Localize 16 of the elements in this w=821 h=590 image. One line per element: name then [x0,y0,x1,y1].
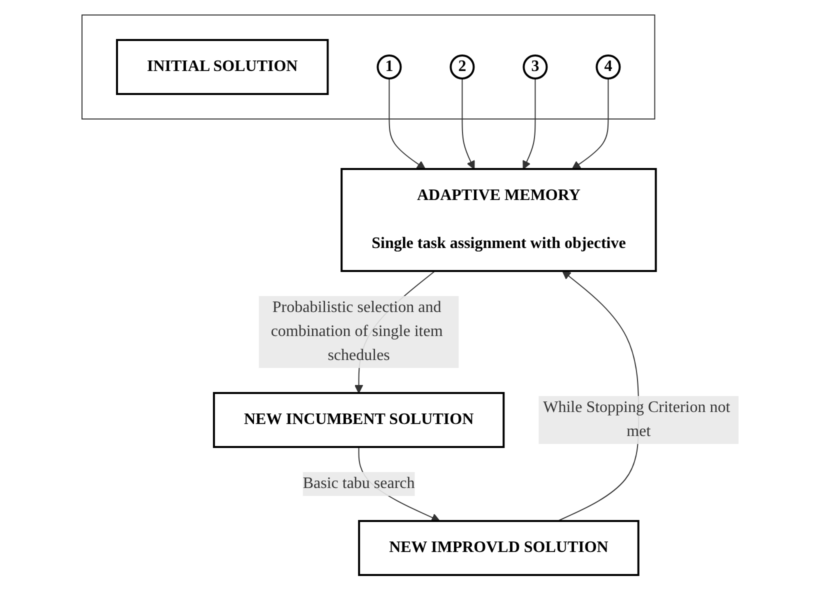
node-circle: 4 [596,54,621,80]
node-box: INITIAL SOLUTION [116,39,329,95]
node-box: ADAPTIVE MEMORY Single task assignment with objective [340,168,657,272]
node-circle: 3 [522,54,548,80]
edge-label: While Stopping Criterion not met [543,399,730,440]
cluster [82,14,656,120]
node-circle: 2 [450,54,475,80]
arrow [388,78,426,170]
node-box: NEW IMPROVLD SOLUTION [358,520,640,576]
arrow [462,78,475,170]
node-box: NEW INCUMBENT SOLUTION [213,392,505,448]
arrow [522,78,536,170]
edge-label: Probabilistic selection and combination of single item schedules [270,299,443,364]
node-circle: 1 [376,54,402,80]
edge-label: Basic tabu search [302,475,415,492]
arrow [572,78,609,170]
